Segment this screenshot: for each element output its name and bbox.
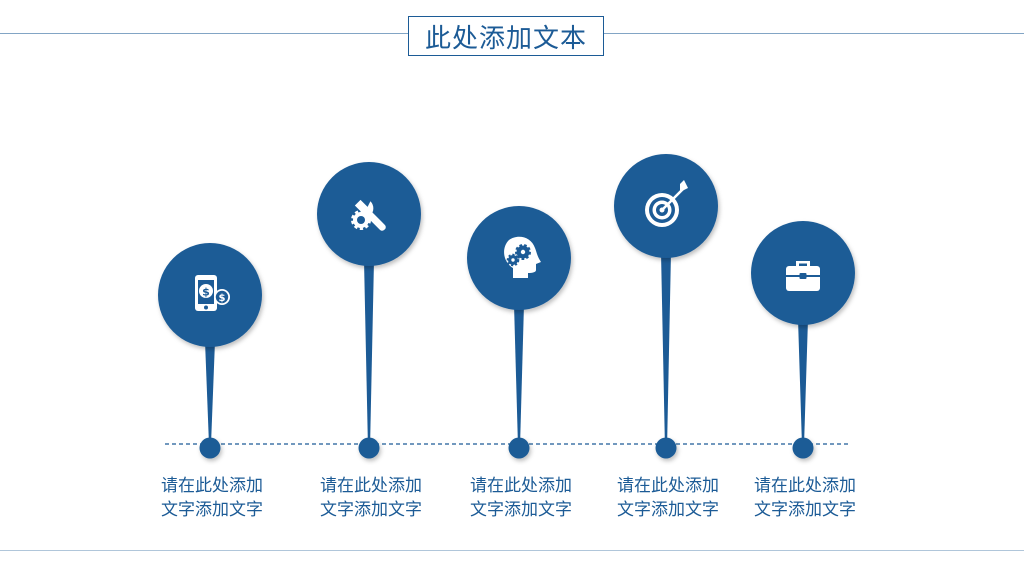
target-arrow-icon — [645, 180, 688, 227]
caption-line-2: 文字添加文字 — [470, 500, 572, 520]
timeline-dot — [358, 437, 380, 459]
pin-stem — [661, 252, 671, 440]
caption: 请在此处添加文字添加文字 — [598, 474, 738, 522]
caption-line-2: 文字添加文字 — [754, 500, 856, 520]
svg-text:$: $ — [219, 293, 226, 304]
title-box: 此处添加文本 — [408, 16, 604, 56]
pin-stem — [514, 304, 524, 440]
caption: 请在此处添加文字添加文字 — [735, 474, 875, 522]
timeline-dot — [655, 437, 677, 459]
caption-line-2: 文字添加文字 — [617, 500, 719, 520]
pin-stem — [205, 341, 215, 440]
caption-line-1: 请在此处添加 — [470, 476, 572, 496]
page-title: 此处添加文本 — [424, 23, 587, 54]
timeline-dot — [792, 437, 814, 459]
timeline-pin — [614, 154, 718, 459]
caption: 请在此处添加文字添加文字 — [451, 474, 591, 522]
head-gears-icon — [504, 236, 541, 278]
phone-dollar-icon: $$ — [195, 275, 230, 311]
timeline-pin: $$ — [158, 243, 262, 459]
wrench-gear-icon — [351, 199, 386, 231]
pin-stem — [798, 319, 808, 440]
caption-line-2: 文字添加文字 — [161, 500, 263, 520]
caption-line-1: 请在此处添加 — [754, 476, 856, 496]
caption: 请在此处添加文字添加文字 — [301, 474, 441, 522]
caption-line-1: 请在此处添加 — [320, 476, 422, 496]
caption-line-1: 请在此处添加 — [161, 476, 263, 496]
timeline-pin — [467, 206, 571, 459]
briefcase-icon — [786, 261, 820, 291]
caption-line-1: 请在此处添加 — [617, 476, 719, 496]
bottom-rule — [0, 550, 1024, 551]
pin-stem — [364, 260, 374, 440]
caption: 请在此处添加文字添加文字 — [142, 474, 282, 522]
timeline-dot — [199, 437, 221, 459]
timeline-pin — [317, 162, 421, 459]
timeline-dot — [508, 437, 530, 459]
caption-line-2: 文字添加文字 — [320, 500, 422, 520]
timeline-pin — [751, 221, 855, 459]
svg-text:$: $ — [202, 286, 210, 299]
